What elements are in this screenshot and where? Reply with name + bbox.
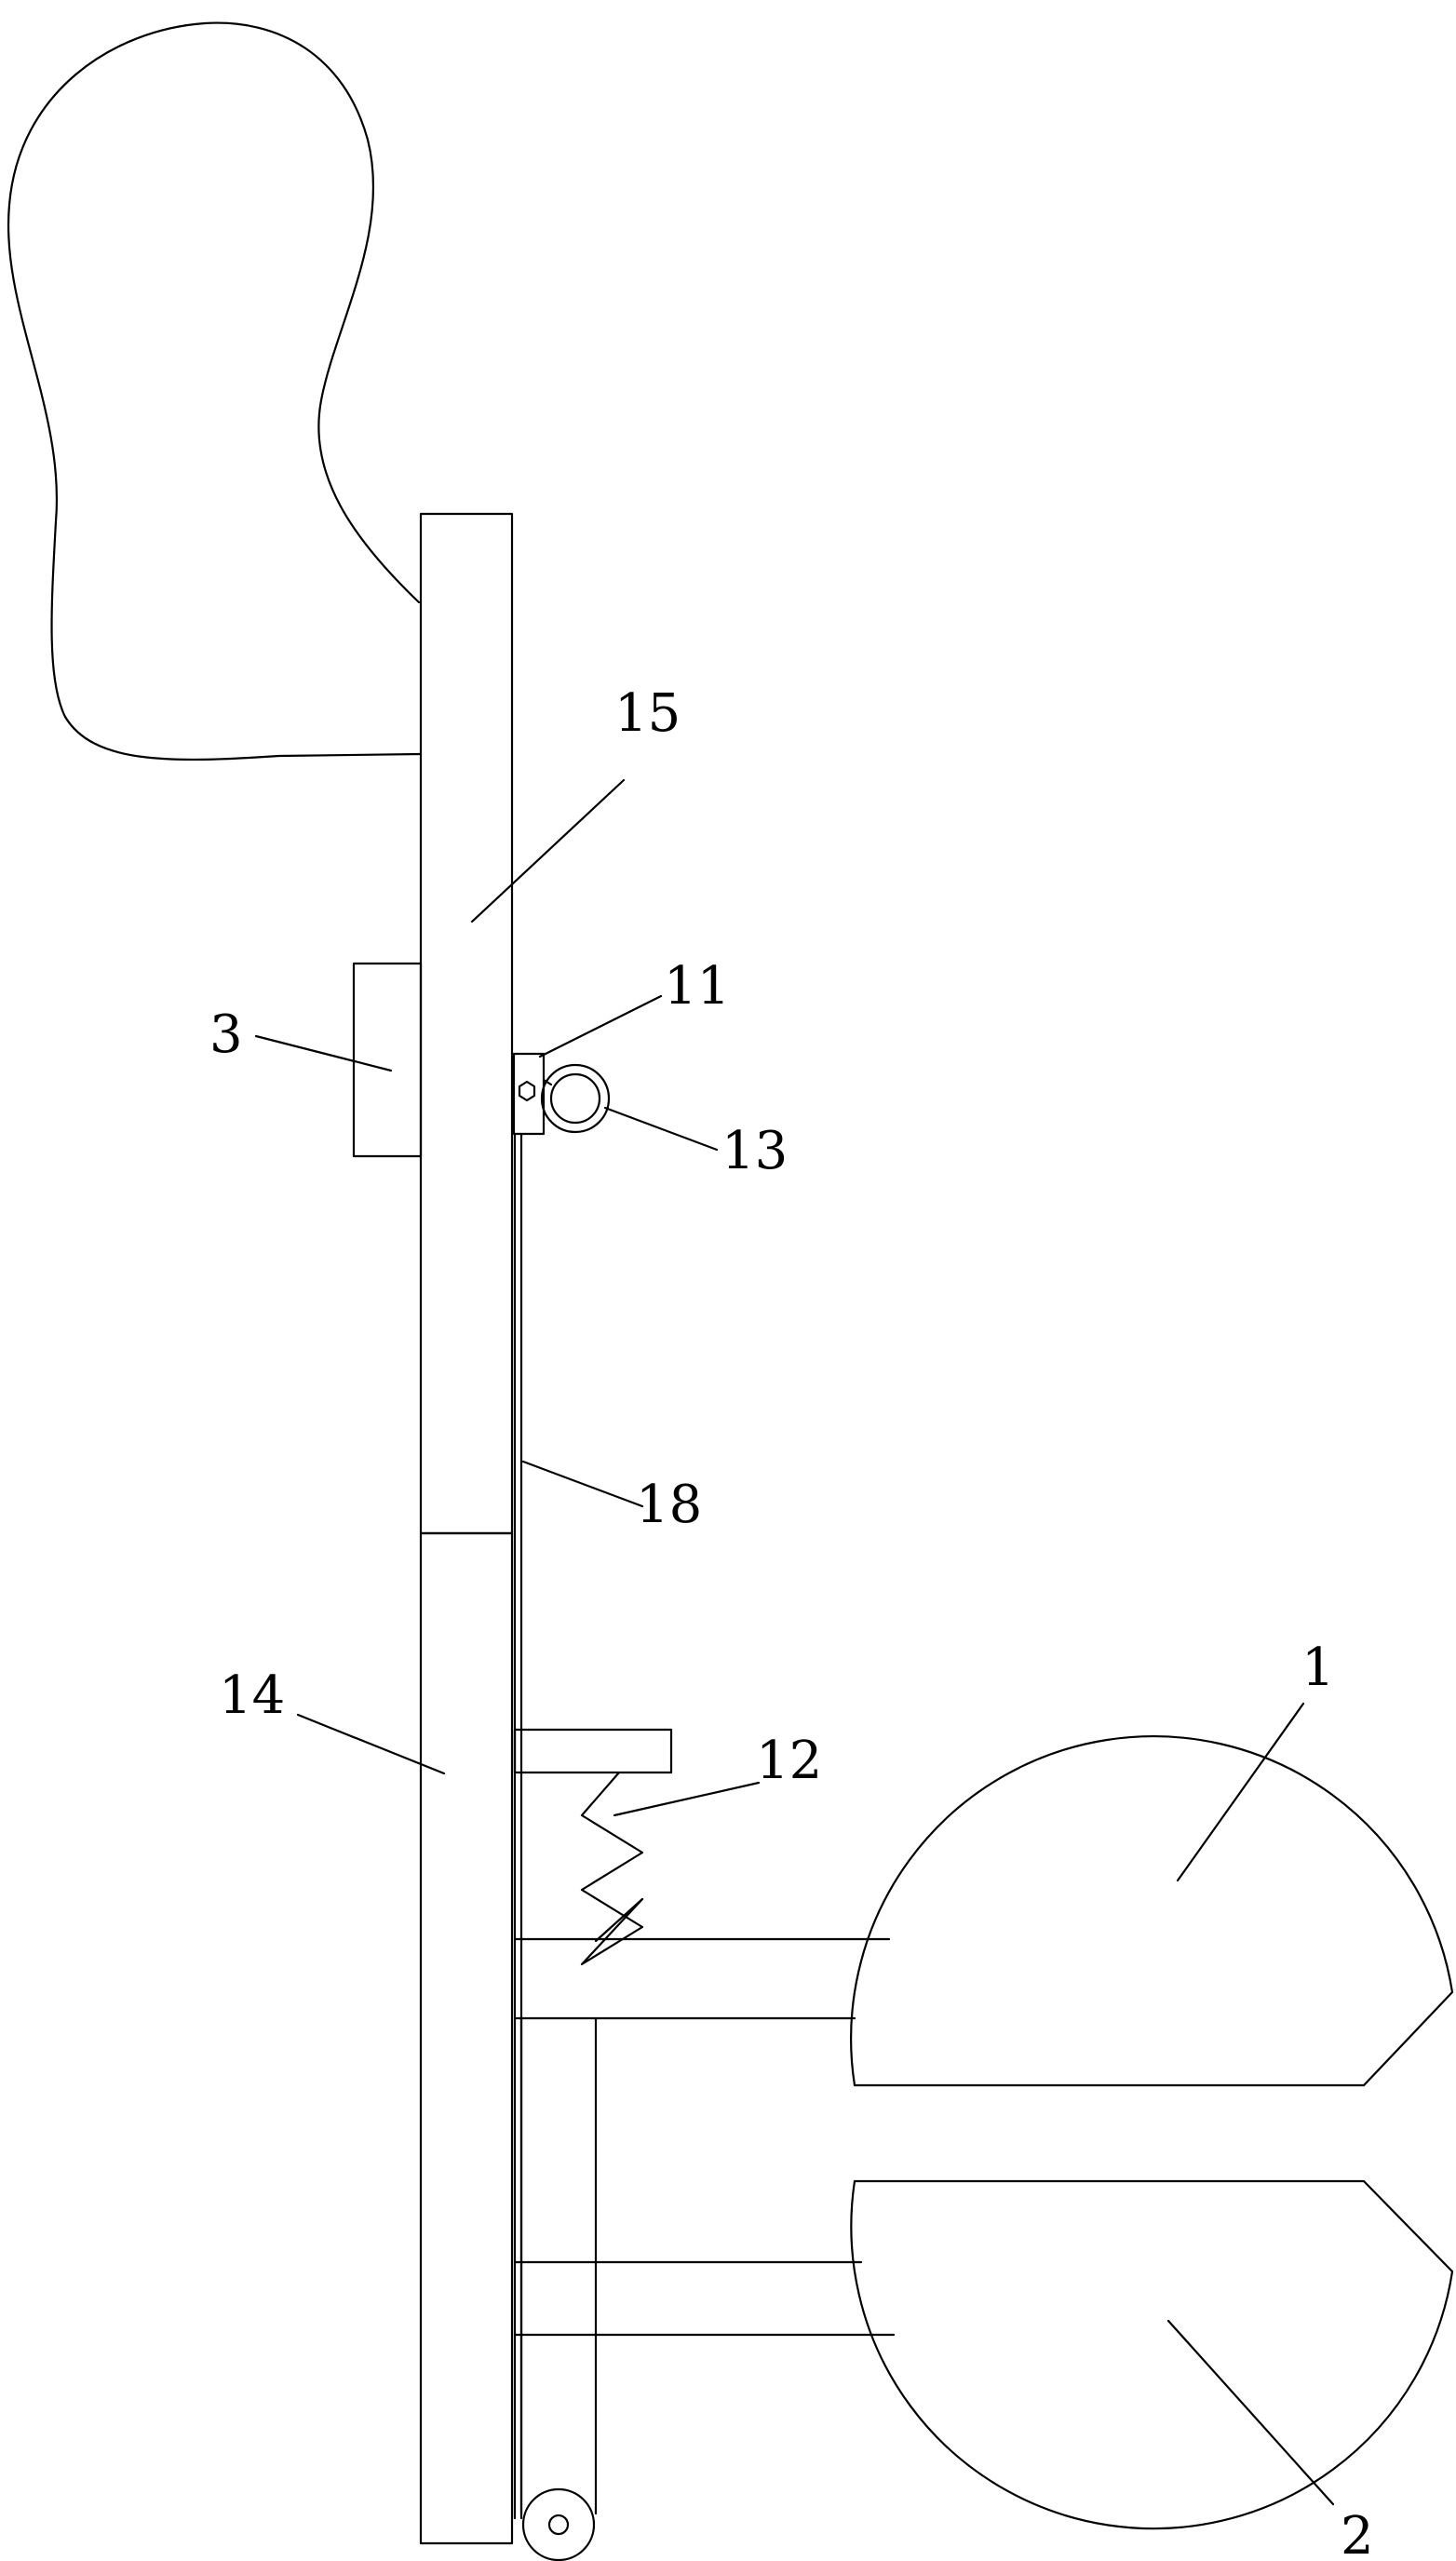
leader-1 [1178,1704,1303,1880]
vertical-rod-14 [421,1533,512,2543]
pulley-outer [523,2489,594,2560]
leader-2 [1168,2321,1333,2504]
label-2: 2 [1341,2506,1374,2561]
vertical-rod-15 [421,514,512,1533]
label-11: 11 [664,956,730,1017]
leader-3 [256,1036,391,1071]
handle-grip-outline [8,23,421,760]
jaw-2 [851,2181,1452,2528]
spring-12-tail [596,1899,642,1941]
leader-11 [540,996,661,1057]
spring-12 [582,1772,642,1964]
leader-12 [614,1783,759,1815]
pulley-inner [549,2515,568,2534]
jaw-1 [851,1736,1452,2085]
label-15: 15 [614,683,681,744]
leader-14 [298,1715,444,1773]
label-3: 3 [209,1004,243,1065]
label-14: 14 [219,1665,285,1726]
spring-plate [515,1730,671,1772]
leader-13 [605,1108,717,1150]
label-13: 13 [721,1121,788,1181]
label-12: 12 [756,1731,822,1791]
ring-13-inner [551,1074,600,1123]
bracket-11 [514,1054,544,1134]
label-18: 18 [636,1475,702,1535]
block-3 [354,964,421,1156]
hex-nut-icon [519,1082,534,1100]
label-1: 1 [1301,1638,1335,1698]
leader-15 [472,780,624,922]
leader-18 [523,1462,642,1506]
